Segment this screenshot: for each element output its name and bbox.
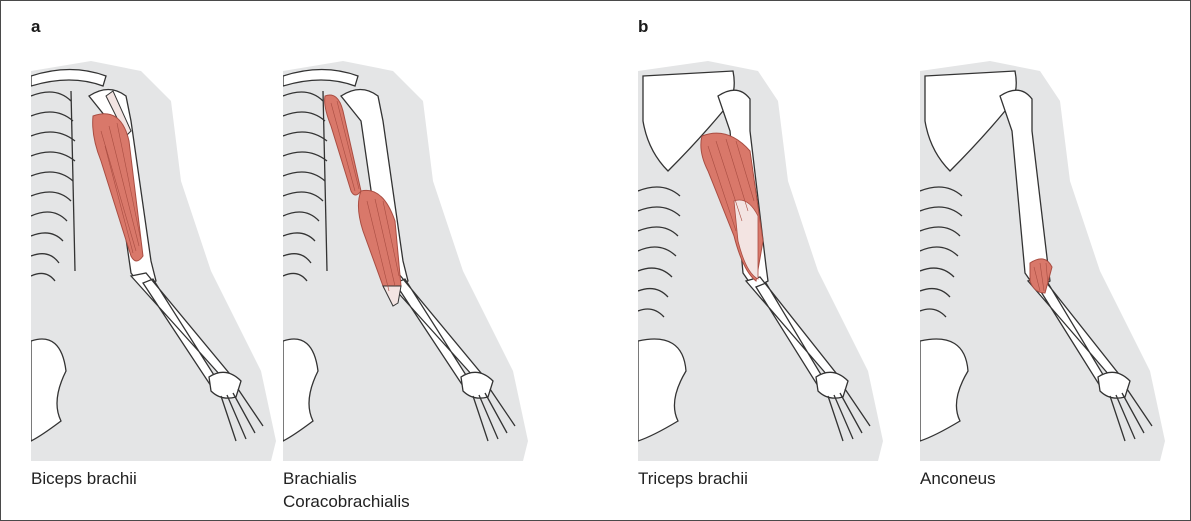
caption-line: Triceps brachii <box>638 467 748 490</box>
caption-line: Biceps brachii <box>31 467 137 490</box>
caption-triceps-brachii: Triceps brachii <box>638 467 748 490</box>
illustration-triceps-brachii <box>638 41 888 461</box>
body-silhouette <box>283 61 528 461</box>
caption-line: Coracobrachialis <box>283 490 410 513</box>
illustration-brachialis-coracobrachialis <box>283 41 533 461</box>
panel-label-b: b <box>638 17 648 37</box>
caption-line: Anconeus <box>920 467 996 490</box>
panel-label-a: a <box>31 17 40 37</box>
caption-anconeus: Anconeus <box>920 467 996 490</box>
caption-brachialis-coracobrachialis: Brachialis Coracobrachialis <box>283 467 410 513</box>
body-silhouette <box>31 61 276 461</box>
caption-biceps-brachii: Biceps brachii <box>31 467 137 490</box>
illustration-biceps-brachii <box>31 41 281 461</box>
illustration-anconeus <box>920 41 1170 461</box>
caption-line: Brachialis <box>283 467 410 490</box>
